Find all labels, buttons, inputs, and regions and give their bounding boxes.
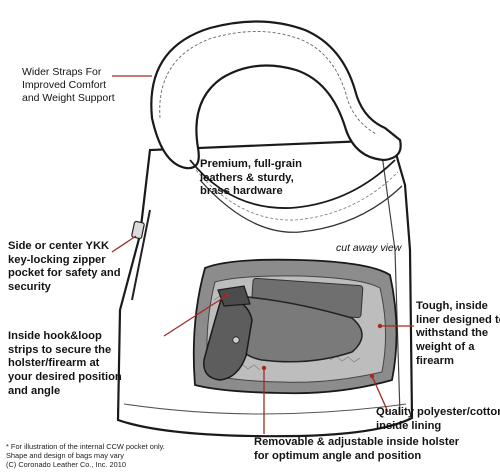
callout-holster-line: for optimum angle and position <box>254 449 422 462</box>
callout-lining-line: inside lining <box>376 419 442 432</box>
inside-holster <box>235 295 363 363</box>
callout-zipper-line: pocket for safety and <box>8 267 121 280</box>
shoulder-strap <box>150 20 402 170</box>
callout-hookloop-line: and angle <box>8 384 61 397</box>
firearm-slide <box>217 285 251 307</box>
footnote-line: Shape and design of bags may vary <box>6 450 124 460</box>
callout-liner-line: firearm <box>416 354 454 367</box>
bag-top-fold <box>189 159 396 209</box>
callout-zipper-line: key-locking zipper <box>8 253 106 266</box>
leader-lining <box>371 375 389 413</box>
callout-straps-line: and Weight Support <box>22 91 115 104</box>
callout-hookloop-line: strips to secure the <box>8 343 112 356</box>
callout-straps-line: Improved Comfort <box>22 78 107 91</box>
side-zipper-pocket <box>131 209 151 301</box>
callout-leather-line: leathers & sturdy, <box>200 171 294 184</box>
callout-zipper: Side or center YKK key-locking zipper po… <box>8 240 121 295</box>
callout-holster-line: Removable & adjustable inside holster <box>254 436 460 448</box>
firearm-grip <box>203 295 253 381</box>
callout-liner: Tough, inside liner designed to withstan… <box>416 300 500 368</box>
callout-liner-line: withstand the <box>416 327 489 340</box>
callout-hookloop-line: your desired position <box>8 370 122 383</box>
bag-bottom-seam <box>123 403 407 415</box>
callout-leather: Premium, full-grain leathers & sturdy, b… <box>200 158 302 199</box>
callout-hookloop: Inside hook&loop strips to secure the ho… <box>8 330 122 398</box>
bag-fold-stitch <box>195 169 399 221</box>
callout-cutaway: cut away view <box>336 242 401 255</box>
callout-cutaway-text: cut away view <box>336 242 402 254</box>
callout-hookloop-line: Inside hook&loop <box>8 330 102 342</box>
callout-zipper-line: Side or center YKK <box>8 240 110 252</box>
leader-dot-hookloop <box>223 293 229 299</box>
callout-zipper-line: security <box>8 280 51 293</box>
leader-zipper <box>111 235 137 253</box>
leader-hookloop <box>163 295 227 337</box>
callout-lining: Quality polyester/cotton inside lining <box>376 406 500 433</box>
callout-hookloop-line: holster/firearm at <box>8 357 100 370</box>
leader-dot-lining <box>369 373 375 379</box>
callout-leather-line: brass hardware <box>200 185 283 198</box>
bag-fold-inner <box>199 179 403 233</box>
footnote-line: * For illustration of the internal CCW p… <box>6 442 165 451</box>
leader-dot-liner <box>377 323 383 329</box>
holster-snap <box>232 336 240 344</box>
leader-lines <box>111 75 414 434</box>
footnote-line: (C) Coronado Leather Co., Inc. 2010 <box>6 459 126 469</box>
leader-dot-holster <box>261 365 267 371</box>
zipper-pull <box>131 220 145 240</box>
callout-liner-line: weight of a <box>416 340 475 353</box>
callout-liner-line: Tough, inside <box>416 300 488 312</box>
callout-liner-line: liner designed to <box>416 313 500 326</box>
callout-lining-line: Quality polyester/cotton <box>376 406 500 418</box>
bag-side-panel <box>379 139 401 416</box>
strap-stitching <box>159 31 377 135</box>
callout-straps: Wider Straps For Improved Comfort and We… <box>22 66 115 104</box>
callout-leather-line: Premium, full-grain <box>200 158 302 170</box>
footnote: * For illustration of the internal CCW p… <box>6 442 165 470</box>
callout-holster: Removable & adjustable inside holster fo… <box>254 436 459 463</box>
callout-straps-line: Wider Straps For <box>22 66 102 78</box>
